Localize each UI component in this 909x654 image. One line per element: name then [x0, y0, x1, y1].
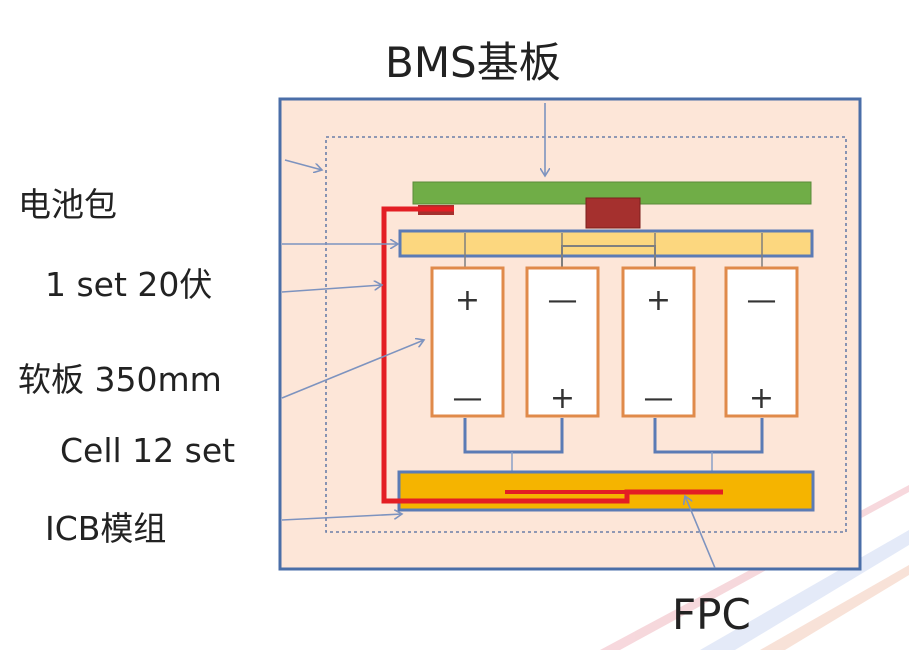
flex-board-label: 软板 350mm	[18, 360, 222, 399]
pack-inner-boundary	[325, 136, 847, 533]
bottom-cell-links	[463, 418, 764, 454]
bms-board-label: BMS基板	[385, 38, 561, 87]
cell-terminal-bottom: +	[749, 381, 774, 416]
battery-cell-body	[724, 266, 799, 418]
battery-pack-label: 电池包	[18, 185, 117, 224]
battery-cell: —+	[525, 266, 600, 418]
cells-group: +——++——+	[430, 266, 799, 418]
bms-connector-large	[585, 197, 641, 229]
battery-cell: +—	[430, 266, 505, 418]
top-busbar-taps	[464, 233, 763, 268]
cell-terminal-bottom: —	[453, 381, 483, 416]
battery-cell-body	[621, 266, 696, 418]
top-busbar-plate	[398, 229, 814, 258]
battery-cell-body	[525, 266, 600, 418]
top-cell-link	[561, 245, 656, 268]
fpc-label: FPC	[672, 590, 751, 639]
cell-terminal-top: —	[548, 283, 578, 318]
cell-terminal-top: +	[646, 283, 671, 318]
icb-module-label: ICB模组	[45, 509, 167, 548]
cell-terminal-bottom: +	[550, 381, 575, 416]
battery-cell: —+	[724, 266, 799, 418]
battery-cell-body	[430, 266, 505, 418]
cell-terminal-bottom: —	[644, 381, 674, 416]
set-voltage-label: 1 set 20伏	[45, 265, 213, 304]
cell-terminal-top: —	[747, 283, 777, 318]
cell-terminal-top: +	[455, 283, 480, 318]
cell-count-label: Cell 12 set	[60, 431, 236, 470]
leader-arrows	[281, 103, 716, 569]
battery-cell: +—	[621, 266, 696, 418]
